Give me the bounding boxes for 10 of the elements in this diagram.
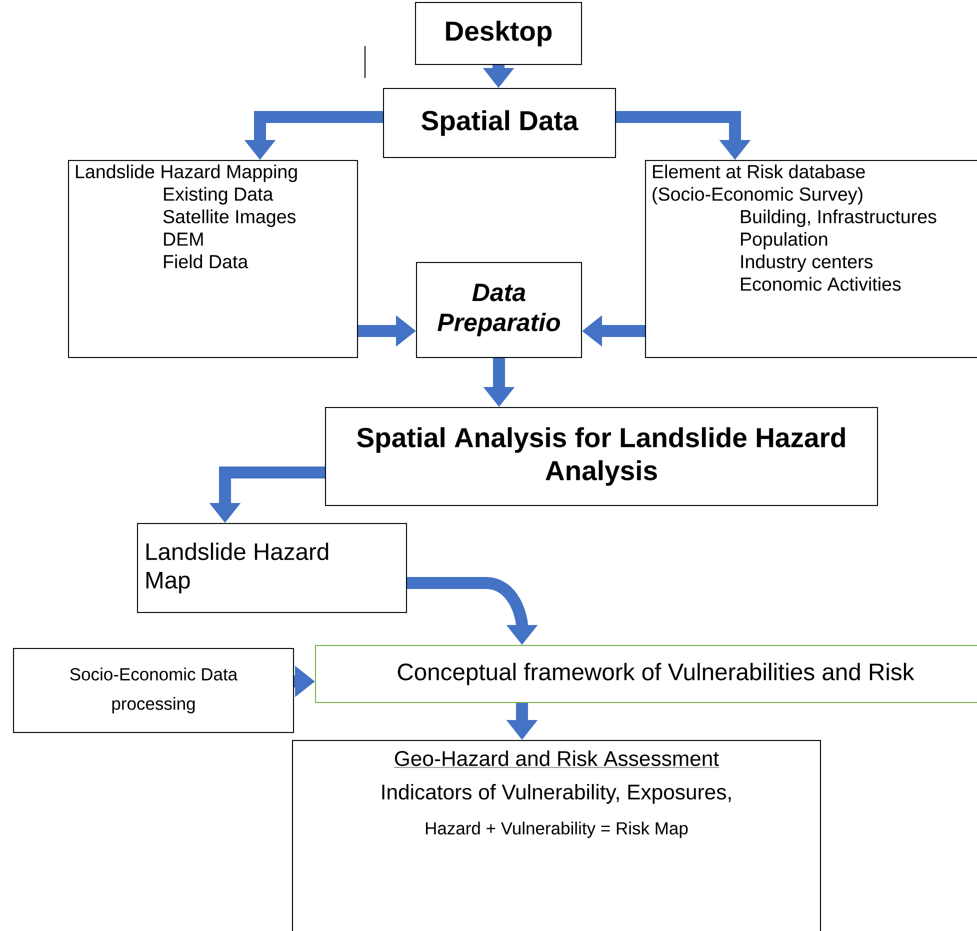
process-box: Geo-Hazard and Risk Assessment Indicators of Vulnerability, Exposures, Hazard + Vulnerability = Risk Map bbox=[292, 740, 821, 931]
process-box: Spatial Analysis for Landslide Hazard Analysis bbox=[325, 407, 878, 506]
process-box: Data Preparatio bbox=[416, 262, 582, 358]
process-box: Desktop bbox=[415, 2, 582, 65]
process-box: Element at Risk database (Socio-Economic Survey) Building, Infrastructures Population Industry centers Economic Activities bbox=[645, 160, 977, 358]
process-box: Conceptual framework of Vulnerabilities and Risk bbox=[315, 645, 977, 703]
process-box: Landslide Hazard Map bbox=[137, 523, 407, 613]
process-box: Socio-Economic Data processing bbox=[13, 648, 294, 733]
process-box: Spatial Data bbox=[383, 88, 616, 158]
process-box: Landslide Hazard Mapping Existing Data Satellite Images DEM Field Data bbox=[68, 160, 358, 358]
